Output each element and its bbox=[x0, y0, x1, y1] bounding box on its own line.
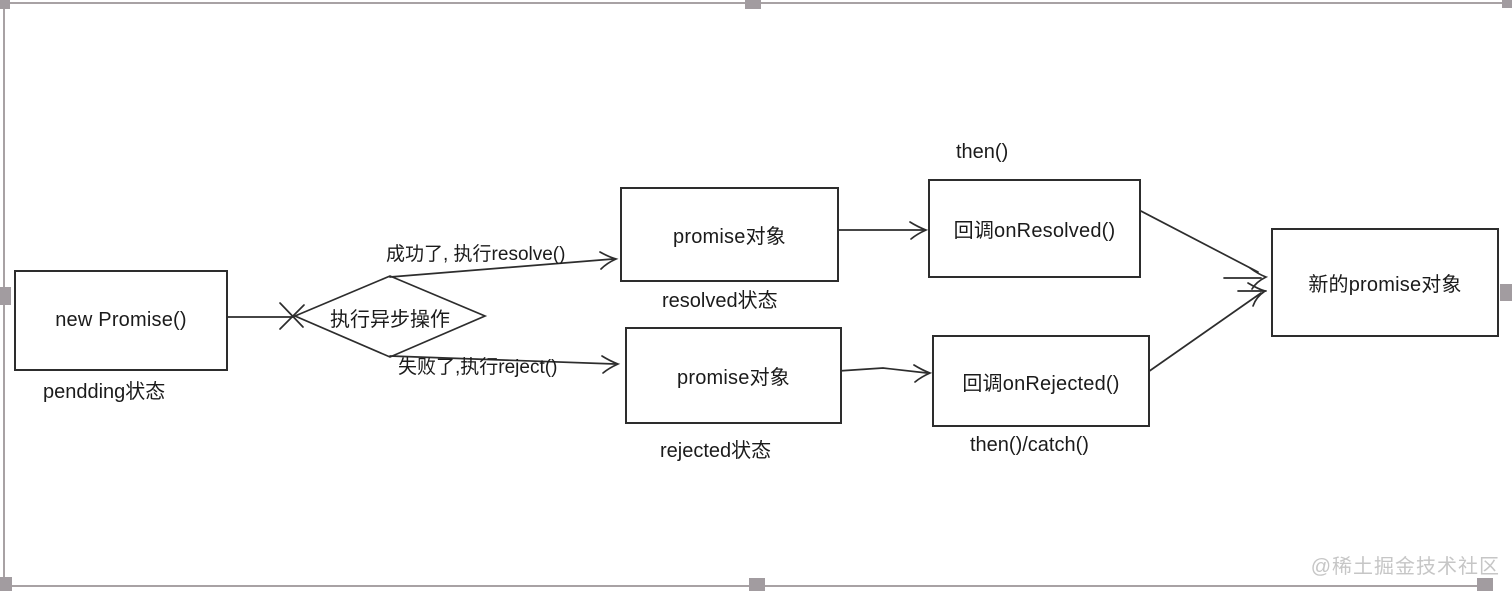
edge-onresolved-final-arrowhead bbox=[1249, 267, 1269, 290]
node-new-promise-label: new Promise() bbox=[55, 309, 187, 331]
caption-then: then() bbox=[956, 141, 1009, 163]
node-new-promise: new Promise() bbox=[14, 270, 228, 371]
edge-success-arrowhead bbox=[599, 251, 619, 270]
edge-onrejected-final-line bbox=[1147, 292, 1262, 373]
edge-onresolved-final-line bbox=[1136, 208, 1259, 273]
node-callback-onrejected: 回调onRejected() bbox=[932, 335, 1150, 427]
selection-border-bottom bbox=[0, 585, 1492, 587]
edge-resolved-callback-arrowhead bbox=[909, 221, 929, 240]
edge-fail-line bbox=[389, 355, 616, 365]
node-promise-rejected: promise对象 bbox=[625, 327, 842, 424]
node-promise-resolved: promise对象 bbox=[620, 187, 839, 282]
edge-onrejected-final-arrowhead bbox=[1247, 282, 1267, 307]
selection-handle-bottom-middle[interactable] bbox=[749, 578, 765, 591]
node-callback-onresolved-label: 回调onResolved() bbox=[953, 220, 1116, 242]
edge-label-fail: 失败了,执行reject() bbox=[398, 357, 558, 378]
node-new-promise-object: 新的promise对象 bbox=[1271, 228, 1499, 337]
selection-handle-bottom-left[interactable] bbox=[0, 577, 12, 591]
selection-handle-top-right[interactable] bbox=[1502, 0, 1512, 8]
selection-handle-right-middle[interactable] bbox=[1500, 284, 1512, 301]
edge-newpromise-arrowhead bbox=[279, 302, 305, 330]
selection-handle-top-middle[interactable] bbox=[745, 0, 761, 9]
async-op-diamond-shape bbox=[292, 275, 488, 358]
watermark: @稀土掘金技术社区 bbox=[1310, 556, 1500, 578]
edge-label-success: 成功了, 执行resolve() bbox=[386, 244, 566, 265]
node-promise-resolved-label: promise对象 bbox=[673, 226, 786, 248]
edge-fail-arrowhead bbox=[601, 355, 621, 374]
selection-handle-left-middle[interactable] bbox=[0, 287, 11, 305]
edge-rejected-callback-line bbox=[837, 367, 928, 374]
node-callback-onrejected-label: 回调onRejected() bbox=[962, 372, 1120, 395]
selection-handle-bottom-right[interactable] bbox=[1477, 578, 1493, 591]
node-callback-onresolved: 回调onResolved() bbox=[928, 179, 1141, 278]
caption-resolved-state: resolved状态 bbox=[662, 290, 778, 312]
caption-rejected-state: rejected状态 bbox=[660, 440, 772, 462]
node-new-promise-object-label: 新的promise对象 bbox=[1308, 274, 1462, 296]
edge-rejected-callback-arrowhead bbox=[913, 364, 933, 383]
edge-success-line bbox=[389, 258, 614, 278]
selection-handle-top-left[interactable] bbox=[0, 0, 10, 9]
node-promise-rejected-label: promise对象 bbox=[677, 367, 790, 389]
node-async-op-label: 执行异步操作 bbox=[330, 309, 450, 331]
caption-pendding-state: pendding状态 bbox=[43, 381, 166, 403]
caption-then-catch: then()/catch() bbox=[970, 434, 1089, 456]
